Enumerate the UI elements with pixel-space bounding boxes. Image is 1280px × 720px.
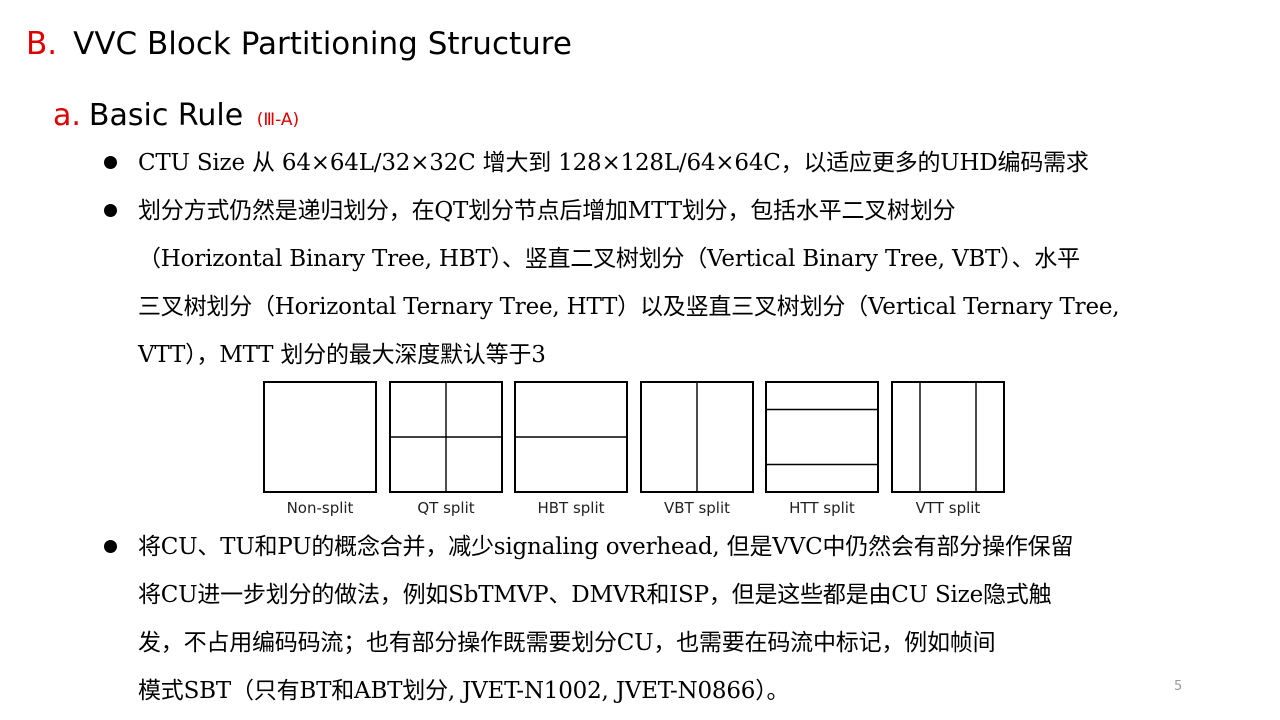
vtt-split-block <box>891 381 1005 493</box>
bullet-dot-icon <box>104 540 117 553</box>
bullet-line: VTT），MTT 划分的最大深度默认等于3 <box>138 342 546 368</box>
bullet-line: 发，不占用编码码流；也有部分操作既需要划分CU，也需要在码流中标记，例如帧间 <box>138 630 996 656</box>
bullet-dot-icon <box>104 156 117 169</box>
caption-vtt-split: VTT split <box>916 499 981 517</box>
bullet-item: CTU Size 从 64×64L/32×32C 增大到 128×128L/64… <box>104 139 1168 187</box>
caption-htt-split: HTT split <box>789 499 855 517</box>
bullet-item: 划分方式仍然是递归划分，在QT划分节点后增加MTT划分，包括水平二叉树划分 （H… <box>104 187 1168 379</box>
bullet-line: （Horizontal Binary Tree, HBT）、竖直二叉树划分（Ve… <box>138 246 1080 272</box>
bullet-line: 划分方式仍然是递归划分，在QT划分节点后增加MTT划分，包括水平二叉树划分 <box>138 198 956 224</box>
bullet-item: 将CU、TU和PU的概念合并，减少signaling overhead, 但是V… <box>104 523 1168 715</box>
partition-figure: Non-split QT split HBT split VBT split H… <box>263 381 1005 517</box>
caption-hbt-split: HBT split <box>537 499 604 517</box>
vbt-split-block <box>640 381 754 493</box>
bullet-line: 三叉树划分（Horizontal Ternary Tree, HTT）以及竖直三… <box>138 294 1120 320</box>
non-split-block <box>263 381 377 493</box>
title-marker: B. <box>26 26 58 62</box>
hbt-split-block <box>514 381 628 493</box>
htt-split-block <box>765 381 879 493</box>
qt-split-block <box>389 381 503 493</box>
bullet-line: 将CU进一步划分的做法，例如SbTMVP、DMVR和ISP，但是这些都是由CU … <box>138 582 1052 608</box>
slide-title: B. VVC Block Partitioning Structure <box>26 22 572 66</box>
page-number: 5 <box>1174 679 1183 694</box>
bullet-line: CTU Size 从 64×64L/32×32C 增大到 128×128L/64… <box>138 150 1089 176</box>
caption-vbt-split: VBT split <box>664 499 730 517</box>
title-text: VVC Block Partitioning Structure <box>73 26 572 62</box>
bullet-line: 模式SBT（只有BT和ABT划分, JVET-N1002, JVET-N0866… <box>138 678 790 704</box>
caption-qt-split: QT split <box>417 499 474 517</box>
section-tag: (Ⅲ-A) <box>256 110 300 130</box>
caption-non-split: Non-split <box>287 499 354 517</box>
section-marker: a. <box>53 98 81 133</box>
section-heading: a.Basic Rule (Ⅲ-A) <box>53 95 299 141</box>
bullet-dot-icon <box>104 204 117 217</box>
bullet-line: 将CU、TU和PU的概念合并，减少signaling overhead, 但是V… <box>138 534 1074 560</box>
section-text: Basic Rule <box>88 98 244 133</box>
